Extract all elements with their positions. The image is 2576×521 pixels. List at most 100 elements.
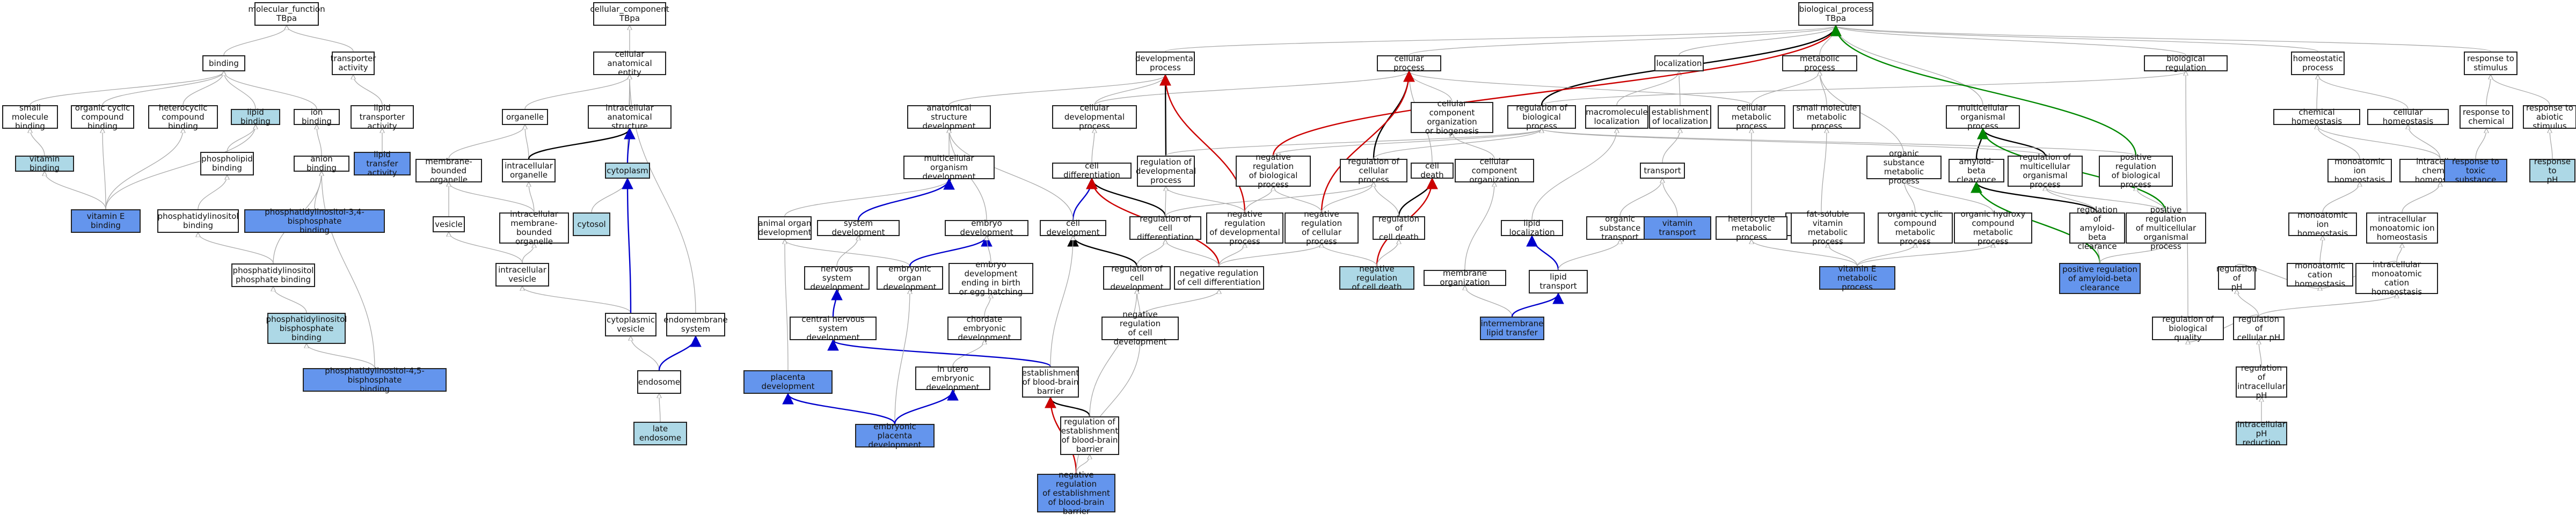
term-node-intracellular-monoatomic-ion[interactable]: intracellular monoatomic ion homeostasis [2366, 212, 2438, 244]
term-node-transport[interactable]: transport [1640, 163, 1685, 179]
term-node-reg-bio-process[interactable]: regulation of biological process [1507, 103, 1576, 130]
term-node-monoatomic-cation[interactable]: monoatomic cation homeostasis [2287, 261, 2353, 288]
term-node-intracellular-anat[interactable]: intracellular anatomical structure [588, 103, 672, 130]
term-node-reg-cellular-process[interactable]: regulation of cellular process [1340, 157, 1407, 184]
term-node-embryonic-placenta[interactable]: embryonic placenta development [855, 422, 935, 449]
term-node-membrane-organization[interactable]: membrane organization [1424, 269, 1506, 287]
term-node-cell-differentiation[interactable]: cell differentiation [1052, 162, 1132, 180]
term-node-chemical-homeostasis[interactable]: chemical homeostasis [2273, 108, 2360, 126]
term-node-neg-reg-cellular-process[interactable]: negative regulation of cellular process [1285, 210, 1359, 246]
term-node-homeostatic-process[interactable]: homeostatic process [2291, 52, 2345, 75]
term-node-cell-anat-entity[interactable]: cellular anatomical entity [593, 49, 666, 77]
term-node-anat-struct-dev[interactable]: anatomical structure development [907, 103, 991, 130]
term-node-late-endosome[interactable]: late endosome [633, 422, 687, 445]
term-node-placenta-dev[interactable]: placenta development [743, 370, 833, 394]
term-node-small-mol-binding[interactable]: small molecule binding [2, 103, 58, 130]
term-node-org-hydroxy-metabolic[interactable]: organic hydroxy compound metabolic proce… [1954, 210, 2032, 246]
term-node-reg-estab-bbb[interactable]: regulation of establishment of blood-bra… [1060, 416, 1119, 455]
term-node-cc-org-biogenesis[interactable]: cellular component organization or bioge… [1411, 99, 1493, 136]
term-node-transporter[interactable]: transporter activity [331, 52, 376, 75]
term-node-reg-cellular-ph[interactable]: regulation of cellular pH [2233, 314, 2285, 342]
term-node-pos-reg-multicellular[interactable]: positive regulation of multicellular org… [2126, 205, 2206, 251]
term-node-org-cyclic-binding[interactable]: organic cyclic compound binding [71, 103, 134, 130]
term-node-response-toxic[interactable]: response to toxic substance [2444, 157, 2507, 184]
term-node-ion-binding[interactable]: ion binding [294, 108, 340, 126]
term-node-reg-amyloid-clearance[interactable]: regulation of amyloid-beta clearance [2069, 205, 2125, 251]
term-node-embryonic-organ-dev[interactable]: embryonic organ development [877, 264, 943, 291]
term-node-intra-mb-org[interactable]: intracellular membrane-bounded organelle [499, 210, 569, 246]
term-node-response-stimulus[interactable]: response to stimulus [2464, 52, 2517, 75]
term-node-hetero-binding[interactable]: heterocyclic compound binding [148, 103, 218, 130]
term-node-mf[interactable]: molecular_function TBpa [248, 2, 325, 26]
term-node-nervous-system-dev[interactable]: nervous system development [804, 264, 870, 291]
term-node-vitamin-binding[interactable]: vitamin binding [15, 155, 74, 173]
term-node-pibp-binding[interactable]: phosphatidylinositol bisphosphate bindin… [266, 313, 347, 344]
term-node-chordate-embryonic[interactable]: chordate embryonic development [947, 314, 1021, 342]
term-node-reg-multicellular-process[interactable]: regulation of multicellular organismal p… [2008, 153, 2083, 189]
term-node-neg-reg-dev-process[interactable]: negative regulation of developmental pro… [1206, 210, 1283, 246]
term-node-reg-ph[interactable]: regulation of pH [2216, 263, 2258, 292]
term-node-metabolic-process[interactable]: metabolic process [1782, 54, 1857, 72]
term-node-reg-cell-death[interactable]: regulation of cell death [1373, 214, 1425, 241]
term-node-reg-bio-quality[interactable]: regulation of biological quality [2152, 314, 2224, 342]
term-node-neg-reg-estab-bbb[interactable]: negative regulation of establishment of … [1037, 470, 1115, 516]
term-node-lipid-transport[interactable]: lipid transport [1529, 270, 1588, 293]
term-node-neg-reg-cell-diff[interactable]: negative regulation of cell differentiat… [1174, 266, 1264, 290]
term-node-cytoplasm[interactable]: cytoplasm [605, 163, 650, 179]
term-node-vesicle[interactable]: vesicle [433, 216, 465, 232]
term-node-lipid-binding[interactable]: lipid binding [231, 108, 280, 126]
term-node-animal-organ-dev[interactable]: animal organ development [758, 216, 812, 240]
term-node-bp[interactable]: biological_process TBpa [1798, 2, 1873, 26]
term-node-cytosol[interactable]: cytosol [573, 212, 610, 236]
term-node-pos-reg-bio-process[interactable]: positive regulation of biological proces… [2099, 153, 2173, 189]
term-node-monoatomic-ion-homeostasis2[interactable]: monoatomic ion homeostasis [2288, 210, 2357, 238]
term-node-pos-reg-amyloid[interactable]: positive regulation of amyloid-beta clea… [2059, 263, 2141, 294]
term-node-pip-binding[interactable]: phosphatidylinositol phosphate binding [231, 263, 315, 287]
term-node-response-chemical[interactable]: response to chemical [2460, 105, 2513, 129]
term-node-cell-death[interactable]: cell death [1411, 162, 1454, 180]
term-node-org-substance-metabolic[interactable]: organic substance metabolic process [1866, 149, 1942, 186]
term-node-multicellular-org-process[interactable]: multicellular organismal process [1946, 103, 2020, 130]
term-node-lipid-transfer[interactable]: lipid transfer activity [354, 150, 411, 177]
term-node-phospholipid-binding[interactable]: phospholipid binding [200, 152, 254, 175]
term-node-pi45-binding[interactable]: phosphatidylinositol-4,5-bisphosphate bi… [303, 366, 447, 393]
term-node-cellular-dev-process[interactable]: cellular developmental process [1052, 103, 1137, 130]
term-node-response-abiotic[interactable]: response to abiotic stimulus [2523, 103, 2576, 130]
term-node-anion-binding[interactable]: anion binding [294, 155, 349, 173]
term-node-reg-dev-process[interactable]: regulation of developmental process [1136, 156, 1196, 187]
term-node-macromolecule-loc[interactable]: macromolecule localization [1585, 105, 1648, 129]
term-node-neg-reg-cell-dev[interactable]: negative regulation of cell development [1101, 310, 1179, 347]
term-node-endosome[interactable]: endosome [637, 370, 681, 394]
term-node-system-dev[interactable]: system development [817, 219, 900, 237]
term-node-reg-cell-dev[interactable]: regulation of cell development [1103, 264, 1171, 291]
term-node-cc-organization[interactable]: cellular component organization [1455, 157, 1534, 184]
term-node-intracellular-ph-reduction[interactable]: intracellular pH reduction [2236, 420, 2287, 447]
term-node-intracellular-vesicle[interactable]: intracellular vesicle [495, 263, 549, 287]
term-node-vitE-binding[interactable]: vitamin E binding [71, 209, 141, 233]
term-node-in-utero[interactable]: in utero embryonic development [915, 364, 990, 392]
term-node-neg-reg-cell-death[interactable]: negative regulation of cell death [1339, 264, 1414, 291]
term-node-intracellular-org[interactable]: intracellular organelle [502, 159, 556, 182]
term-node-org-substance-transport[interactable]: organic substance transport [1586, 214, 1654, 241]
term-node-vitE-metabolic[interactable]: vitamin E metabolic process [1819, 264, 1895, 291]
term-node-developmental-process[interactable]: developmental process [1135, 52, 1195, 75]
term-node-intracellular-monoatomic-cation[interactable]: intracellular monoatomic cation homeosta… [2355, 260, 2438, 297]
term-node-vitamin-transport[interactable]: vitamin transport [1644, 216, 1711, 240]
term-node-pi34-binding[interactable]: phosphatidylinositol-3,4-bisphosphate bi… [244, 207, 385, 234]
term-node-cns-dev[interactable]: central nervous system development [790, 314, 877, 342]
term-node-endomembrane[interactable]: endomembrane system [663, 313, 728, 336]
term-node-cellular-process[interactable]: cellular process [1377, 54, 1441, 72]
term-node-intermembrane-lipid[interactable]: intermembrane lipid transfer [1480, 317, 1544, 340]
term-node-establishment-loc[interactable]: establishment of localization [1649, 105, 1711, 129]
term-node-heterocycle-metabolic[interactable]: heterocycle metabolic process [1716, 214, 1787, 241]
term-node-cc[interactable]: cellular_component TBpa [590, 2, 669, 26]
term-node-fat-soluble-vitamin[interactable]: fat-soluble vitamin metabolic process [1791, 210, 1865, 246]
term-node-amyloid-clearance[interactable]: amyloid-beta clearance [1949, 157, 2004, 184]
term-node-membrane-bounded-org[interactable]: membrane-bounded organelle [415, 157, 482, 184]
term-node-lipid-transporter[interactable]: lipid transporter activity [351, 103, 414, 130]
term-node-org-cyclic-metabolic[interactable]: organic cyclic compound metabolic proces… [1878, 210, 1953, 246]
term-node-binding[interactable]: binding [202, 55, 245, 71]
term-node-response-ph[interactable]: response to pH [2529, 157, 2575, 184]
term-node-organelle[interactable]: organelle [502, 109, 548, 125]
term-node-monoatomic-ion-homeostasis[interactable]: monoatomic ion homeostasis [2327, 157, 2392, 184]
